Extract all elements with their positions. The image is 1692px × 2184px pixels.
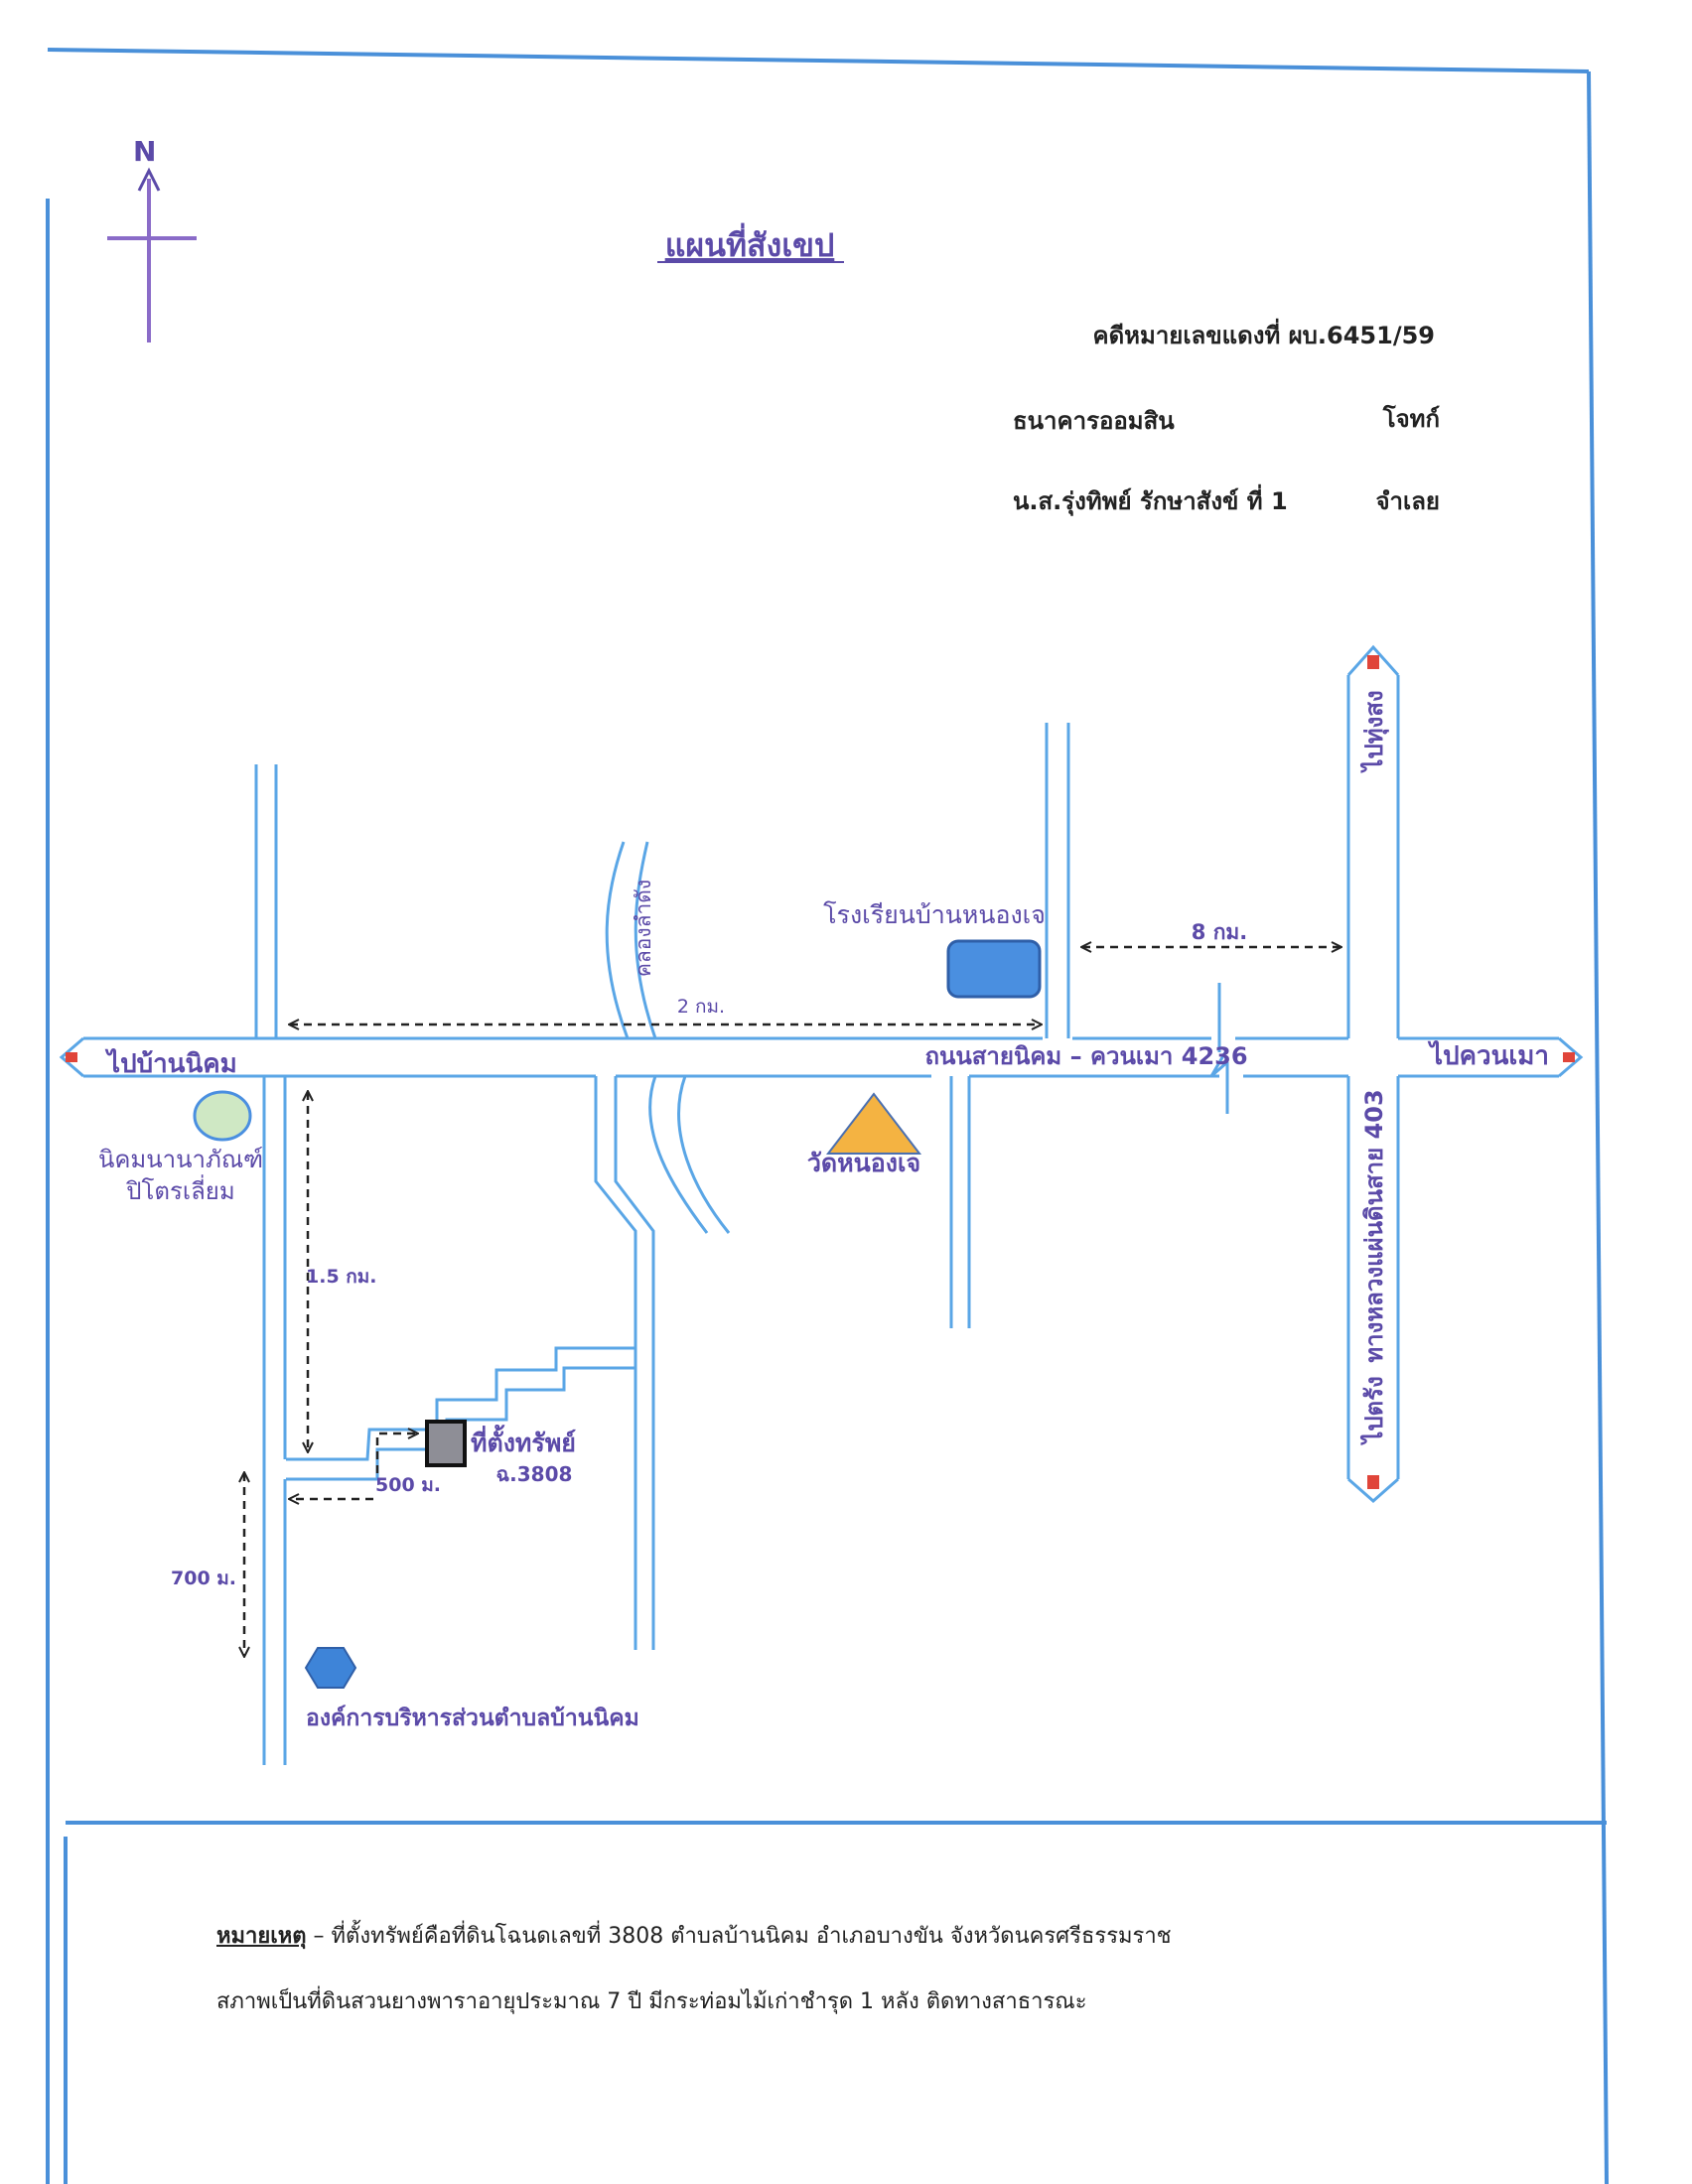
school-label: โรงเรียนบ้านหนองเจ bbox=[823, 900, 1046, 929]
case-number: คดีหมายเลขแดงที่ ผบ.6451/59 bbox=[1093, 318, 1435, 349]
distance-1-5km-label: 1.5 กม. bbox=[306, 1266, 377, 1288]
remarks-section: หมายเหตุ – ที่ตั้งทรัพย์คือที่ดินโฉนดเลข… bbox=[216, 1904, 1448, 2035]
highway-label: ทางหลวงแผ่นดินสาย 403 bbox=[1360, 1089, 1388, 1362]
north-arrow-icon: N bbox=[107, 135, 197, 342]
north-road-arrow-icon bbox=[1346, 644, 1400, 676]
defendant-name: น.ส.รุ่งทิพย์ รักษาสังข์ ที่ 1 bbox=[1013, 483, 1288, 517]
defendant-role: จำเลย bbox=[1375, 487, 1440, 515]
direction-arrows bbox=[59, 644, 1584, 1503]
south-road-arrow-icon bbox=[1347, 1475, 1399, 1503]
page-frame bbox=[46, 48, 1609, 2184]
main-road-label: ถนนสายนิคม – ควนเมา 4236 bbox=[924, 1042, 1247, 1070]
gas-station-label-1: นิคมนานาภัณฑ์ bbox=[98, 1146, 263, 1173]
tambon-office-label: องค์การบริหารส่วนตำบลบ้านนิคม bbox=[306, 1705, 639, 1731]
property-deed-label: ฉ.3808 bbox=[496, 1462, 573, 1486]
distance-2km-label: 2 กม. bbox=[677, 996, 725, 1018]
distance-700m-label: 700 ม. bbox=[171, 1568, 236, 1589]
temple-label: วัดหนองเจ bbox=[807, 1149, 920, 1177]
road-network bbox=[83, 675, 1559, 1765]
east-direction-label: ไปควนเมา bbox=[1427, 1039, 1549, 1071]
east-arrow-icon bbox=[1558, 1036, 1584, 1078]
distance-8km-label: 8 กม. bbox=[1192, 920, 1247, 944]
west-direction-label: ไปบ้านนิคม bbox=[104, 1047, 237, 1079]
property-label: ที่ตั้งทรัพย์ bbox=[471, 1424, 576, 1457]
remarks-line-1: หมายเหตุ – ที่ตั้งทรัพย์คือที่ดินโฉนดเลข… bbox=[216, 1904, 1448, 1970]
gas-station-marker bbox=[193, 1090, 252, 1142]
school-marker bbox=[946, 939, 1042, 999]
remarks-label: หมายเหตุ bbox=[216, 1924, 307, 1949]
south-direction-label: ไปตรัง bbox=[1359, 1376, 1388, 1446]
plaintiff-role: โจทก์ bbox=[1382, 404, 1440, 433]
temple-marker bbox=[825, 1092, 922, 1155]
page-title: แผนที่สังเขป bbox=[665, 222, 835, 264]
gas-station-label-2: ปิโตรเลี่ยม bbox=[125, 1174, 235, 1205]
tambon-office-marker bbox=[304, 1647, 357, 1689]
north-direction-label: ไปทุ่งสง bbox=[1359, 690, 1390, 773]
remarks-text-2: สภาพเป็นที่ดินสวนยางพาราอายุประมาณ 7 ปี … bbox=[216, 1989, 1087, 2014]
distance-500m-label: 500 ม. bbox=[375, 1474, 441, 1496]
distance-arrows bbox=[244, 947, 1340, 1656]
canal-label: คลองลำดัง bbox=[632, 880, 655, 977]
compass-label: N bbox=[133, 135, 156, 168]
west-arrow-icon bbox=[59, 1036, 84, 1078]
property-marker bbox=[425, 1420, 467, 1467]
plaintiff-name: ธนาคารออมสิน bbox=[1013, 407, 1175, 435]
remarks-text-1: – ที่ตั้งทรัพย์คือที่ดินโฉนดเลขที่ 3808 … bbox=[306, 1924, 1172, 1949]
